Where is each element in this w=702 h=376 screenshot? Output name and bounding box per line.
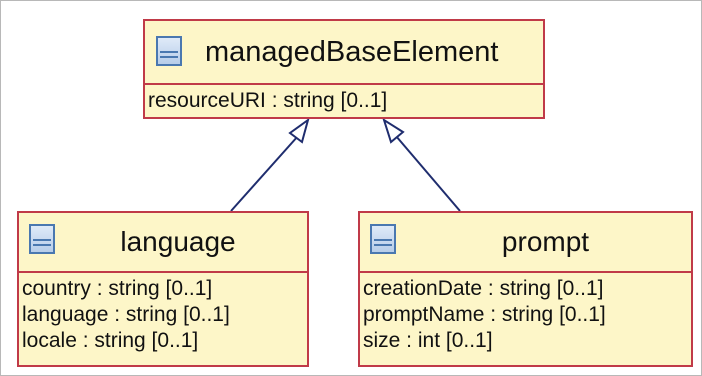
class-icon <box>156 36 182 66</box>
attribute-list: resourceURI : string [0..1] <box>145 85 543 114</box>
generalization-language-to-base[interactable] <box>230 117 310 212</box>
class-header: managedBaseElement <box>145 21 543 85</box>
class-prompt[interactable]: prompt creationDate : string [0..1] prom… <box>358 211 693 367</box>
generalization-prompt-to-base[interactable] <box>382 117 461 212</box>
class-name: managedBaseElement <box>205 35 499 68</box>
attribute-list: country : string [0..1] language : strin… <box>19 273 307 354</box>
generalization-line-language[interactable] <box>230 135 299 212</box>
attribute: language : string [0..1] <box>22 303 230 326</box>
class-name: language <box>120 226 236 257</box>
class-language[interactable]: language country : string [0..1] languag… <box>17 211 309 367</box>
class-header: language <box>19 213 307 273</box>
class-icon <box>370 224 396 254</box>
generalization-arrowhead-language[interactable] <box>288 117 310 144</box>
class-managed-base-element[interactable]: managedBaseElement resourceURI : string … <box>143 19 545 119</box>
attribute: locale : string [0..1] <box>22 329 199 352</box>
generalization-arrowhead-prompt[interactable] <box>382 117 405 144</box>
attribute: resourceURI : string [0..1] <box>148 89 388 112</box>
generalization-line-prompt[interactable] <box>395 135 461 212</box>
attribute-list: creationDate : string [0..1] promptName … <box>360 273 691 354</box>
class-icon <box>29 224 55 254</box>
class-name: prompt <box>501 226 590 257</box>
attribute: country : string [0..1] <box>22 277 213 300</box>
attribute: promptName : string [0..1] <box>363 303 606 326</box>
class-header: prompt <box>360 213 691 273</box>
attribute: creationDate : string [0..1] <box>363 277 604 300</box>
attribute: size : int [0..1] <box>363 329 493 352</box>
